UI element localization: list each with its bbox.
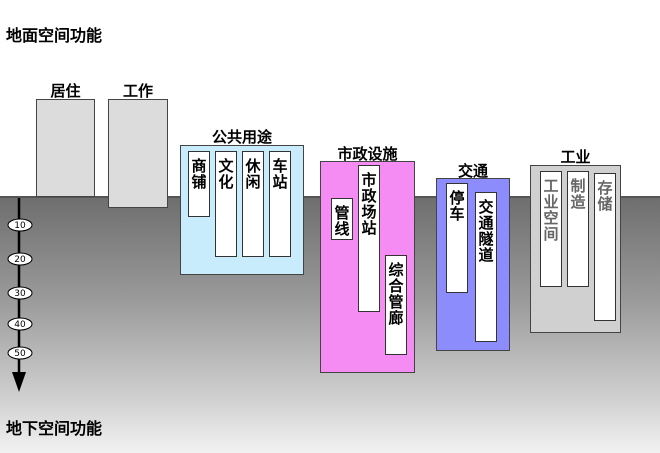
depth-tick-50: 50 (7, 346, 33, 360)
traffic-item-tunnel: 交通隧道 (475, 192, 497, 342)
municipal-item-pipelines: 管线 (331, 198, 353, 240)
municipal-item-utility-tunnel: 综合管廊 (385, 255, 407, 355)
depth-tick-label: 20 (14, 255, 26, 265)
below-ground-title: 地下空间功能 (6, 419, 103, 438)
depth-axis: 10 20 30 40 50 (7, 198, 33, 392)
depth-tick-10: 10 (7, 218, 33, 232)
above-ground-title: 地面空间功能 (6, 26, 103, 45)
depth-tick-20: 20 (7, 252, 33, 266)
public-item-culture: 文化 (215, 151, 237, 257)
work-label: 工作 (122, 82, 153, 100)
depth-tick-label: 10 (14, 221, 26, 231)
municipal-label: 市政设施 (337, 145, 398, 163)
industry-label: 工业 (560, 148, 591, 166)
industry-item-manufacturing: 制造 (567, 171, 589, 287)
municipal-item-stations: 市政场站 (358, 165, 380, 312)
public-item-shops: 商铺 (188, 151, 210, 217)
industry-item-storage: 存储 (594, 173, 616, 321)
traffic-item-parking: 停车 (446, 183, 468, 293)
residential-label: 居住 (50, 82, 81, 100)
public-use-label: 公共用途 (211, 128, 272, 146)
traffic-label: 交通 (457, 162, 488, 180)
depth-tick-label: 30 (14, 289, 26, 299)
residential-building (36, 99, 95, 197)
public-item-leisure: 休闲 (242, 151, 264, 257)
depth-tick-label: 40 (14, 320, 26, 330)
depth-tick-label: 50 (14, 349, 26, 359)
industry-item-space: 工业空间 (540, 171, 562, 287)
work-building (108, 99, 168, 208)
depth-tick-30: 30 (7, 286, 33, 300)
depth-tick-40: 40 (7, 317, 33, 331)
public-item-station: 车站 (269, 151, 291, 257)
depth-axis-arrow-icon (12, 372, 26, 392)
